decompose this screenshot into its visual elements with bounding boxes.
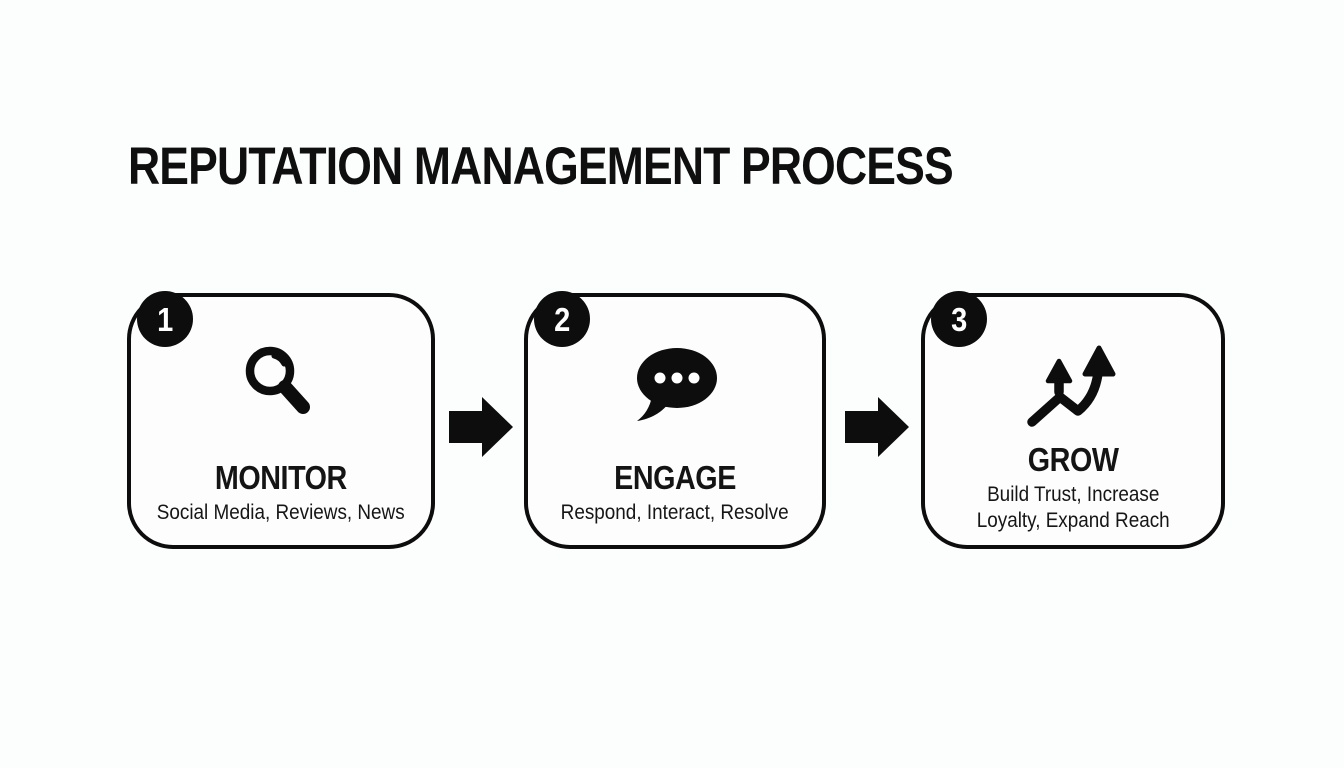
magnifying-glass-icon [245,346,310,414]
step-icon-slot [240,339,322,433]
step-subtitle-line: Loyalty, Expand Reach [976,508,1170,532]
step-number: 3 [950,300,968,338]
speech-bubble-icon [637,348,717,421]
step-number-badge: 2 [534,291,590,347]
flow-arrow-icon [449,397,513,457]
step-number: 2 [553,300,571,338]
step-title: ENGAGE [614,459,736,496]
step-subtitle: Respond, Interact, Resolve [561,500,789,526]
step-icon-slot [1026,339,1121,433]
step-number-badge: 3 [931,291,987,347]
flow-arrow-icon [845,397,909,457]
step-icon-slot [630,339,720,433]
step-card-engage: 2 ENGAGE Respond, Interact, Resolve [524,291,826,549]
diagram-title: REPUTATION MANAGEMENT PROCESS [128,137,954,196]
step-title: GROW [1027,441,1119,478]
step-number-badge: 1 [137,291,193,347]
step-subtitle: Build Trust, Increase Loyalty, Expand Re… [977,482,1170,534]
step-subtitle-line: Build Trust, Increase [986,482,1160,506]
step-card-grow: 3 GROW Build Trust, Increase Loyalty, Ex… [921,291,1225,549]
growth-arrows-icon [1026,345,1115,427]
step-subtitle: Social Media, Reviews, News [157,500,405,526]
step-subtitle-line: Respond, Interact, Resolve [561,500,789,524]
step-title: MONITOR [214,459,347,496]
step-number: 1 [156,300,174,338]
step-subtitle-line: Social Media, Reviews, News [157,500,405,524]
step-card-monitor: 1 MONITOR Social Media, Reviews, News [127,291,435,549]
